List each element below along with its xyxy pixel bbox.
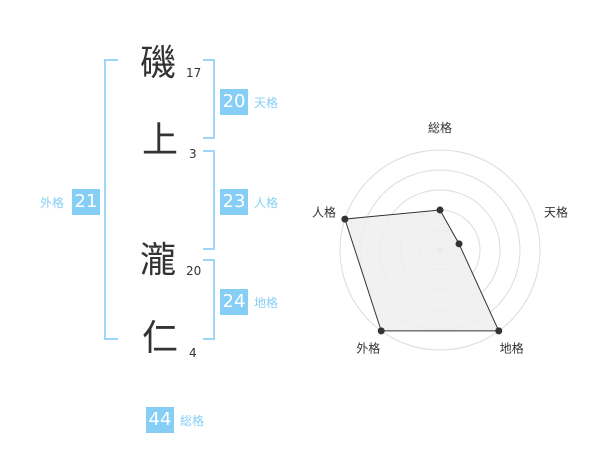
stroke-count-1: 17 [186, 66, 202, 80]
stroke-count-2: 3 [189, 147, 197, 161]
radar-axis-label-5: 人格 [312, 204, 336, 219]
soukaku-label: 総格 [180, 414, 205, 428]
radar-axis-label-4: 外格 [356, 341, 380, 356]
tenkaku-badge: 20 [220, 89, 248, 115]
name-char-2: 上 [142, 120, 179, 161]
radar-series-polygon [344, 209, 500, 332]
radar-grid-ring [339, 149, 541, 351]
jinkaku-label: 人格 [254, 196, 279, 210]
radar-point-5 [341, 215, 349, 223]
radar-point-4 [377, 327, 385, 335]
radar-axis-label-3: 地格 [500, 341, 524, 356]
stroke-count-4: 4 [189, 346, 197, 360]
chikaku-label: 地格 [254, 296, 279, 310]
radar-axis-label-2: 天格 [544, 204, 568, 219]
chikaku-bracket [203, 259, 215, 340]
radar-point-3 [495, 327, 503, 335]
tenkaku-label: 天格 [254, 96, 279, 110]
chikaku-badge: 24 [220, 289, 248, 315]
soukaku-badge: 44 [146, 407, 174, 433]
gaikaku-label: 外格 [40, 196, 65, 210]
name-char-4: 仁 [142, 318, 179, 359]
stroke-count-3: 20 [186, 264, 202, 278]
gaikaku-badge: 21 [72, 189, 100, 215]
name-char-1: 磯 [140, 43, 177, 84]
tenkaku-bracket [203, 59, 215, 139]
radar-point-1 [436, 206, 444, 214]
jinkaku-bracket [203, 150, 215, 250]
gaikaku-bracket [104, 59, 118, 340]
name-char-3: 瀧 [140, 240, 177, 281]
radar-point-2 [455, 240, 463, 248]
jinkaku-badge: 23 [220, 189, 248, 215]
radar-axis-label-1: 総格 [428, 120, 452, 135]
